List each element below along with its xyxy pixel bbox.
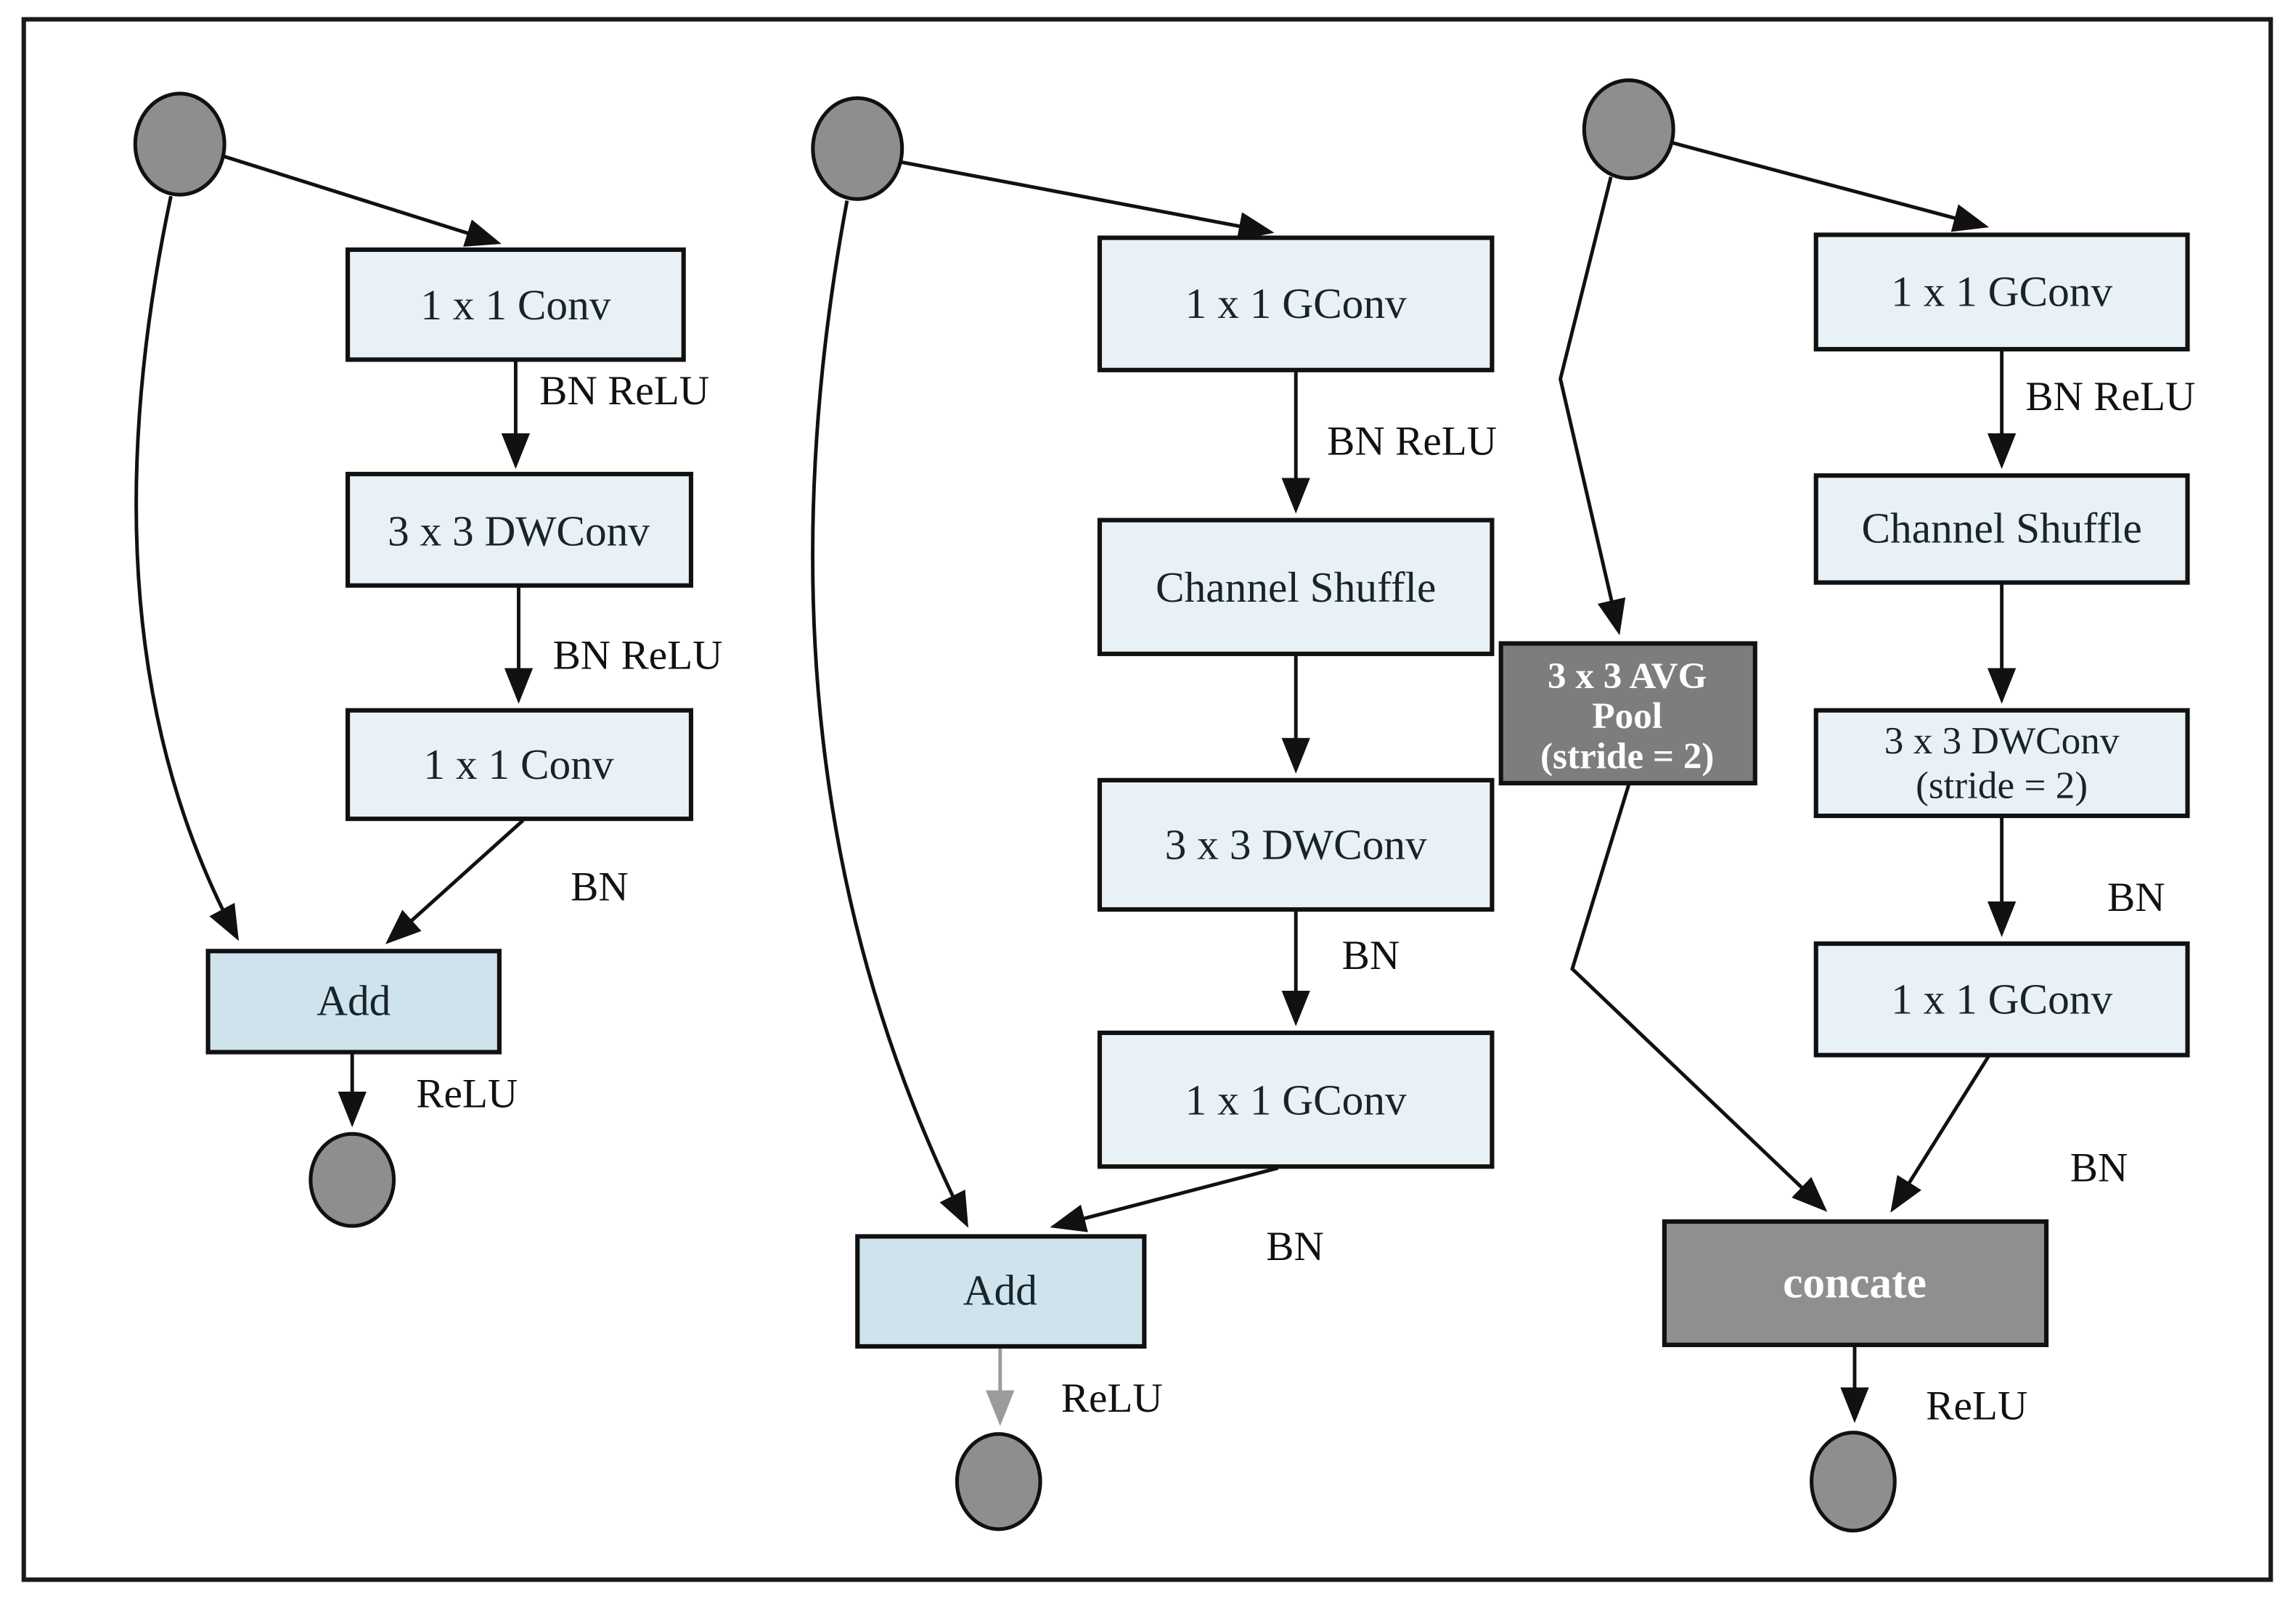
left-bn-label: BN (571, 864, 629, 910)
left-input-node (133, 91, 226, 197)
left-conv2-to-add-arrow (385, 819, 525, 944)
left-relu-label: ReLU (416, 1071, 518, 1116)
middle-gconv2-label: 1 x 1 GConv (1185, 1076, 1407, 1124)
left-dwconv-box (345, 472, 694, 588)
middle-bn-1-label: BN (1342, 933, 1400, 978)
right-avgpool-label-line3: (stride = 2) (1540, 736, 1714, 777)
right-dwconv-label-line2: (stride = 2) (1916, 764, 2088, 806)
right-avgpool-box (1498, 641, 1757, 786)
middle-gconv1-box (1097, 235, 1495, 372)
right-gconv2-label: 1 x 1 GConv (1891, 975, 2112, 1023)
middle-skip-curve-arrow (811, 200, 969, 1228)
right-gconv1-box (1813, 232, 2190, 352)
right-bn-1-label: BN (2107, 875, 2165, 920)
middle-input-to-gconv1-arrow (900, 160, 1275, 240)
right-concat-box (1662, 1219, 2049, 1347)
middle-bn-2-label: BN (1266, 1224, 1324, 1269)
middle-gconv2-box (1097, 1030, 1495, 1169)
right-concat-label: concate (1783, 1258, 1927, 1307)
middle-relu-label: ReLU (1061, 1375, 1163, 1421)
left-bn-relu-1-label: BN ReLU (539, 368, 709, 414)
left-conv2-label: 1 x 1 Conv (423, 740, 614, 788)
middle-output-node (955, 1432, 1042, 1531)
right-bn-2-label: BN (2070, 1145, 2128, 1191)
right-input-to-avgpool-arrow (1558, 176, 1626, 636)
left-bn-relu-2-label: BN ReLU (553, 632, 723, 678)
right-avgpool-to-concat-arrow (1570, 784, 1828, 1212)
middle-add-box (855, 1234, 1147, 1349)
middle-block: 1 x 1 GConv Channel Shuffle 3 x 3 DWConv… (811, 96, 1497, 1531)
middle-dwconv-box (1097, 777, 1495, 912)
middle-add-label: Add (963, 1267, 1037, 1314)
right-avgpool-label-line1: 3 x 3 AVG (1548, 655, 1707, 697)
right-dwconv-box (1813, 708, 2190, 819)
right-dwconv-label-line1: 3 x 3 DWConv (1884, 719, 2120, 762)
right-output-node (1810, 1431, 1897, 1533)
right-block: 1 x 1 GConv Channel Shuffle 3 x 3 DWConv… (1498, 78, 2195, 1533)
right-gconv1-label: 1 x 1 GConv (1891, 268, 2112, 316)
left-block: 1 x 1 Conv 3 x 3 DWConv 1 x 1 Conv Add B… (133, 91, 723, 1228)
left-add-box (205, 949, 502, 1055)
middle-dwconv-label: 3 x 3 DWConv (1165, 820, 1427, 868)
right-avgpool-label-line2: Pool (1592, 695, 1662, 737)
middle-input-node (811, 96, 904, 201)
right-shuffle-label: Channel Shuffle (1861, 504, 2141, 552)
left-skip-curve-arrow (134, 195, 239, 941)
right-gconv2-box (1813, 941, 2190, 1058)
right-input-node (1582, 78, 1675, 181)
right-input-to-gconv1-arrow (1671, 141, 1990, 232)
left-add-label: Add (316, 976, 391, 1024)
middle-gconv1-label: 1 x 1 GConv (1185, 279, 1407, 327)
middle-shuffle-label: Channel Shuffle (1156, 563, 1436, 611)
right-bn-relu-label: BN ReLU (2025, 374, 2195, 420)
left-output-node (309, 1132, 396, 1228)
left-dwconv-label: 3 x 3 DWConv (388, 507, 650, 555)
middle-shuffle-box (1097, 518, 1495, 656)
left-input-to-conv1-arrow (222, 154, 502, 247)
middle-gconv2-to-add-arrow (1050, 1166, 1279, 1232)
left-conv1-label: 1 x 1 Conv (420, 281, 611, 329)
right-shuffle-box (1813, 473, 2190, 585)
middle-bn-relu-label: BN ReLU (1327, 419, 1497, 465)
right-relu-label: ReLU (1926, 1383, 2027, 1428)
right-gconv2-to-concat-arrow (1890, 1055, 1990, 1213)
left-conv1-box (345, 247, 686, 362)
left-conv2-box (345, 708, 694, 822)
